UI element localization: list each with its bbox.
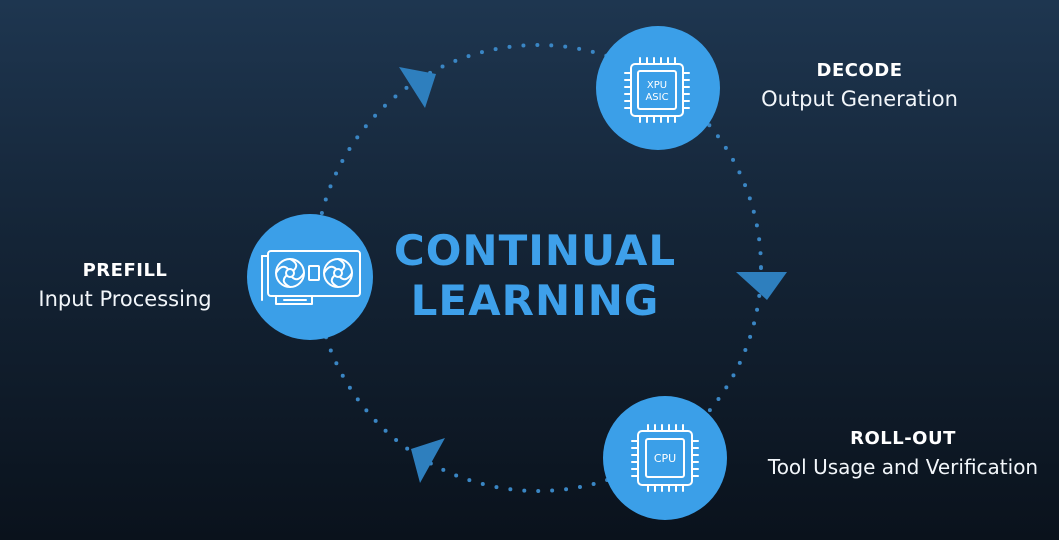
cycle-arrow-bottom-left xyxy=(411,438,445,483)
xpu-asic-chip-icon xyxy=(624,57,690,123)
cpu-chip-icon xyxy=(631,424,699,492)
cycle-arrow-top-left xyxy=(399,67,436,108)
asic-chip-text: ASIC xyxy=(645,92,668,103)
prefill-title: PREFILL xyxy=(82,260,168,281)
prefill-subtitle: Input Processing xyxy=(38,287,212,311)
decode-node: XPU ASIC xyxy=(596,26,720,150)
rollout-subtitle: Tool Usage and Verification xyxy=(767,455,1039,479)
center-title: CONTINUAL LEARNING xyxy=(380,226,690,326)
prefill-label: PREFILL Input Processing xyxy=(20,260,230,311)
cycle-arrow-right xyxy=(736,272,787,300)
prefill-node xyxy=(247,214,373,340)
decode-label: DECODE Output Generation xyxy=(752,60,967,111)
rollout-node: CPU xyxy=(603,396,727,520)
cpu-chip-text: CPU xyxy=(654,452,676,465)
rollout-label: ROLL-OUT Tool Usage and Verification xyxy=(752,428,1054,479)
decode-subtitle: Output Generation xyxy=(761,87,958,111)
center-title-line1: CONTINUAL xyxy=(393,226,677,275)
rollout-title: ROLL-OUT xyxy=(850,428,956,449)
center-title-line2: LEARNING xyxy=(410,276,660,325)
graphics-card-icon xyxy=(261,250,361,305)
xpu-chip-text: XPU xyxy=(647,80,667,91)
decode-title: DECODE xyxy=(816,60,903,81)
